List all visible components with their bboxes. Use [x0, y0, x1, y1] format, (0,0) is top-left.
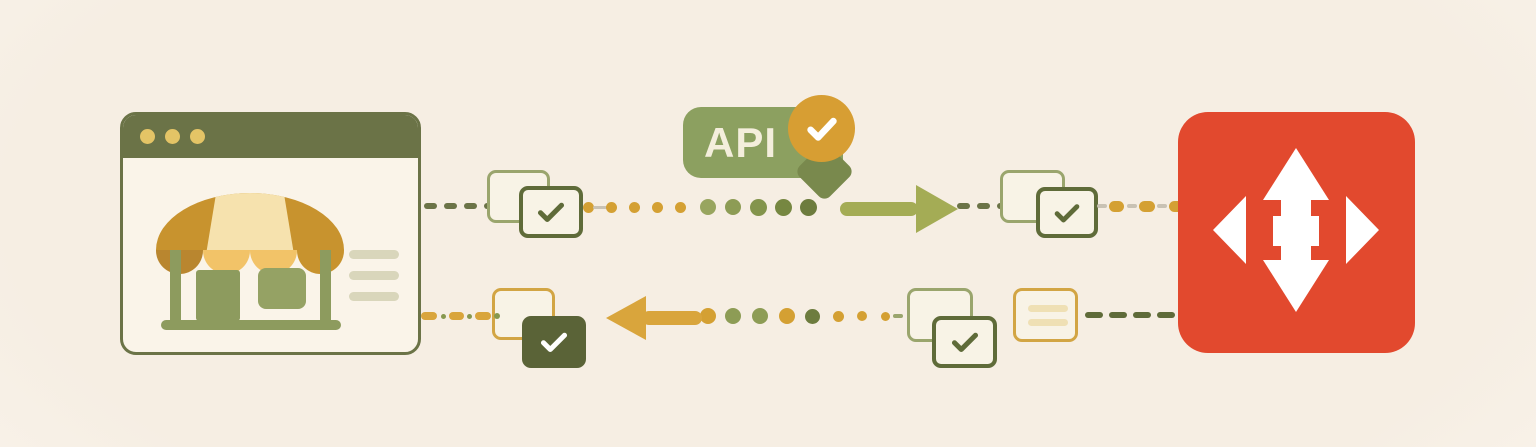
text-line-placeholder: [1028, 305, 1068, 312]
confirmation-card-back: [492, 288, 555, 340]
delivery-check-card: [1036, 187, 1098, 238]
trail-dot: [700, 308, 716, 324]
trail-dash: [977, 203, 990, 209]
order-check-card: [519, 186, 583, 238]
awning-scallops: [156, 250, 344, 274]
trail-dot: [441, 313, 446, 319]
trail-dot: [833, 310, 844, 322]
window-control-dot: [140, 128, 155, 144]
trail-dot: [652, 201, 663, 213]
trail-dot: [857, 311, 867, 321]
transfer-dots-trail: [583, 197, 823, 217]
trail-dot: [800, 198, 817, 216]
trail-dot: [750, 198, 767, 216]
directional-arrows-icon: [1213, 148, 1379, 312]
trail-dot: [805, 308, 820, 324]
trail-dash: [1097, 204, 1107, 208]
trail-dash: [1157, 312, 1175, 318]
shop-post-right: [320, 250, 331, 326]
trail-dash: [1157, 204, 1167, 208]
waybill-card: [1013, 288, 1078, 342]
arrow-tail: [840, 202, 918, 216]
trail-dot: [775, 198, 792, 216]
dashed-connector-logo-out: [1085, 310, 1177, 320]
awning-icon: [156, 193, 344, 250]
check-icon: [1054, 203, 1080, 222]
trail-dot: [779, 308, 795, 324]
awning-center-panel: [206, 193, 294, 250]
delivery-service-logo: [1178, 112, 1415, 353]
check-icon: [951, 332, 978, 353]
arrow-head: [606, 296, 646, 340]
trail-dash: [1139, 200, 1155, 212]
trail-dot: [881, 311, 890, 321]
check-icon: [806, 117, 837, 141]
mixed-connector-to-logo: [1097, 199, 1189, 213]
trail-dash: [1109, 312, 1127, 318]
trail-dash: [475, 312, 491, 320]
arrow-head: [916, 185, 958, 233]
window-control-dot: [190, 128, 205, 144]
arrow-tail: [642, 311, 702, 325]
mixed-connector-to-shop: [421, 308, 503, 324]
trail-dash: [464, 203, 477, 209]
api-label: API: [704, 118, 778, 166]
text-line-placeholder: [349, 271, 399, 280]
trail-dash: [593, 205, 607, 209]
check-icon: [540, 332, 568, 353]
trail-dash: [1169, 200, 1185, 212]
response-check-card: [932, 316, 997, 368]
check-icon: [537, 202, 565, 223]
storefront-icon: [156, 193, 344, 333]
browser-titlebar: [123, 115, 418, 158]
trail-dash: [444, 203, 457, 209]
trail-dot: [675, 201, 686, 213]
trail-dot: [467, 313, 472, 319]
trail-dash: [1085, 312, 1103, 318]
trail-dot: [752, 308, 768, 324]
shop-base: [161, 320, 341, 330]
shop-post-left: [170, 250, 181, 326]
response-dots-trail: [700, 306, 912, 326]
verified-seal-icon: [788, 95, 855, 162]
trail-dash: [1127, 204, 1137, 208]
trail-dash: [424, 203, 437, 209]
trail-dot: [700, 199, 716, 215]
text-line-placeholder: [349, 292, 399, 301]
trail-dash: [449, 312, 464, 320]
return-arrow-icon: [606, 296, 702, 340]
trail-dash: [1133, 312, 1151, 318]
text-line-placeholder: [349, 250, 399, 259]
trail-dash: [421, 312, 437, 320]
forward-arrow-icon: [840, 185, 958, 233]
trail-dot: [629, 201, 640, 213]
window-control-dot: [165, 128, 180, 144]
trail-dot: [583, 201, 594, 213]
trail-dot: [606, 201, 617, 213]
trail-dot: [725, 308, 741, 324]
trail-dot: [725, 199, 741, 215]
trail-dash: [893, 314, 903, 318]
shop-display-window: [258, 268, 306, 309]
text-line-placeholder: [1028, 319, 1068, 326]
trail-dash: [1109, 200, 1124, 212]
trail-dash: [957, 203, 970, 209]
shop-browser-window: [120, 112, 421, 355]
confirmed-check-card: [522, 316, 586, 368]
shop-door: [196, 270, 240, 321]
trail-dot: [494, 313, 500, 319]
